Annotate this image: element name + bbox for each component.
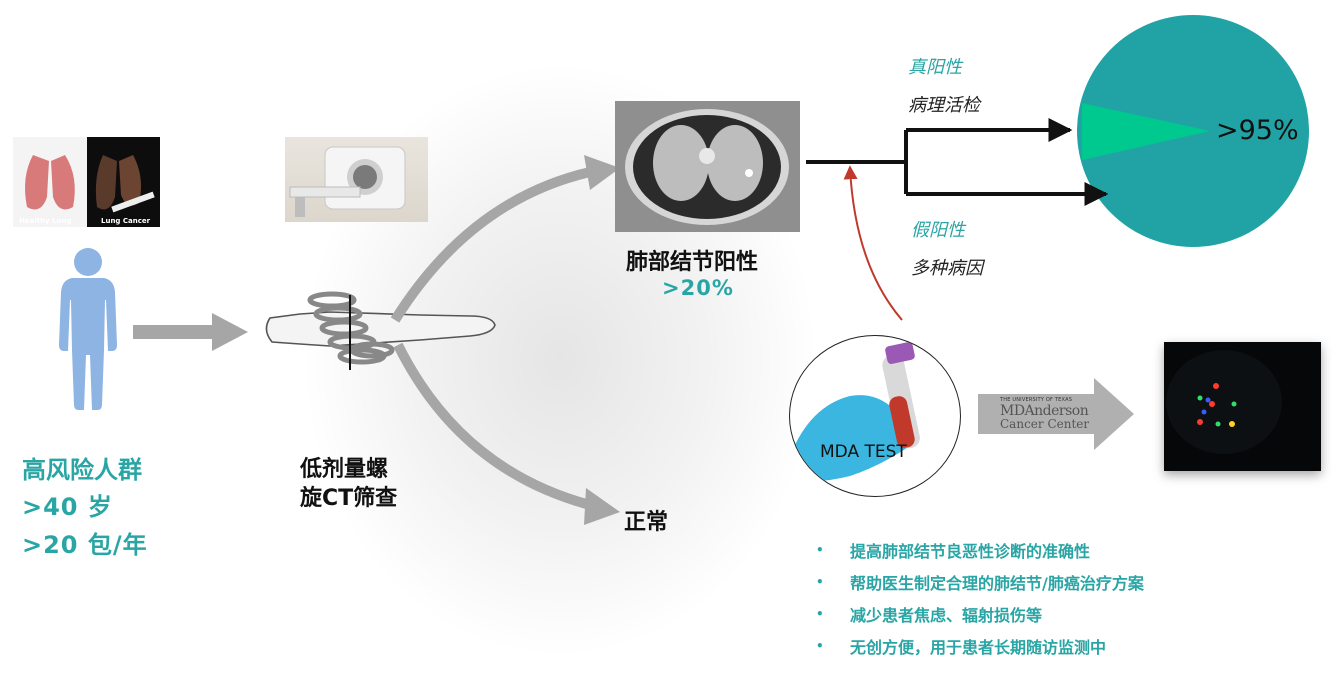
false-positive-label: 假阳性 bbox=[911, 220, 965, 241]
arrow-mda-to-result bbox=[978, 378, 1134, 450]
arrow-risk-to-ct bbox=[133, 313, 248, 351]
benefit-item: • 提高肺部结节良恶性诊断的准确性 bbox=[816, 534, 1144, 566]
risk-age: >40 岁 bbox=[22, 493, 113, 521]
benefit-text: 减少患者焦虑、辐射损伤等 bbox=[850, 606, 1043, 625]
normal-label: 正常 bbox=[624, 510, 669, 535]
arrow-ct-to-nodule bbox=[390, 167, 592, 323]
pie-value-label: >95% bbox=[1216, 115, 1299, 146]
ct-patient-icon bbox=[265, 291, 496, 370]
mda-logo-line3: Cancer Center bbox=[1000, 417, 1090, 431]
screening-line2: 旋CT筛查 bbox=[300, 486, 398, 511]
branch-lines bbox=[806, 118, 1109, 206]
bullet-icon: • bbox=[816, 575, 824, 589]
bullet-icon: • bbox=[816, 639, 824, 653]
chest-ct-scan-image bbox=[615, 101, 800, 232]
pie-chart bbox=[1077, 15, 1309, 247]
fluorescence-image bbox=[1164, 342, 1321, 471]
mda-test-image bbox=[789, 335, 961, 497]
benefits-list: • 提高肺部结节良恶性诊断的准确性 • 帮助医生制定合理的肺结节/肺癌治疗方案 • 减… bbox=[816, 534, 1144, 662]
pie-wedge bbox=[1082, 103, 1210, 160]
red-arrow bbox=[843, 165, 903, 321]
benefit-item: • 无创方便，用于患者长期随访监测中 bbox=[816, 630, 1144, 662]
true-positive-label: 真阳性 bbox=[908, 57, 962, 78]
risk-smoking: >20 包/年 bbox=[22, 531, 148, 559]
screening-line1: 低剂量螺 bbox=[300, 457, 389, 482]
benefit-text: 帮助医生制定合理的肺结节/肺癌治疗方案 bbox=[850, 574, 1144, 593]
healthy-lung-caption: Healthy Lung bbox=[19, 217, 72, 225]
lung-comparison-photo: Healthy Lung Lung Cancer bbox=[13, 137, 160, 227]
ct-scanner-photo bbox=[285, 137, 428, 222]
screening-label: 低剂量螺 旋CT筛查 bbox=[300, 455, 397, 513]
arrow-ct-to-nodule-head bbox=[584, 155, 620, 190]
benefit-item: • 帮助医生制定合理的肺结节/肺癌治疗方案 bbox=[816, 566, 1144, 598]
mda-logo: THE UNIVERSITY OF TEXAS MDAnderson Cance… bbox=[1000, 397, 1090, 433]
bullet-icon: • bbox=[816, 607, 824, 621]
true-positive-sub: 病理活检 bbox=[908, 95, 980, 116]
lung-cancer-caption: Lung Cancer bbox=[101, 217, 151, 225]
human-figure-icon bbox=[59, 248, 117, 410]
benefit-item: • 减少患者焦虑、辐射损伤等 bbox=[816, 598, 1144, 630]
nodule-percent: >20% bbox=[662, 276, 734, 300]
arrow-ct-to-normal bbox=[393, 342, 592, 510]
mda-logo-line2: MDAnderson bbox=[1000, 403, 1089, 419]
arrow-ct-to-normal-head bbox=[584, 488, 620, 525]
mda-logo-line1: THE UNIVERSITY OF TEXAS bbox=[1000, 397, 1073, 403]
benefit-text: 无创方便，用于患者长期随访监测中 bbox=[850, 638, 1107, 657]
nodule-label: 肺部结节阳性 bbox=[626, 250, 759, 275]
benefit-text: 提高肺部结节良恶性诊断的准确性 bbox=[850, 542, 1091, 561]
risk-group-title: 高风险人群 bbox=[22, 456, 142, 484]
mda-test-label: MDA TEST bbox=[820, 442, 907, 462]
bullet-icon: • bbox=[816, 543, 824, 557]
false-positive-sub: 多种病因 bbox=[911, 258, 983, 279]
